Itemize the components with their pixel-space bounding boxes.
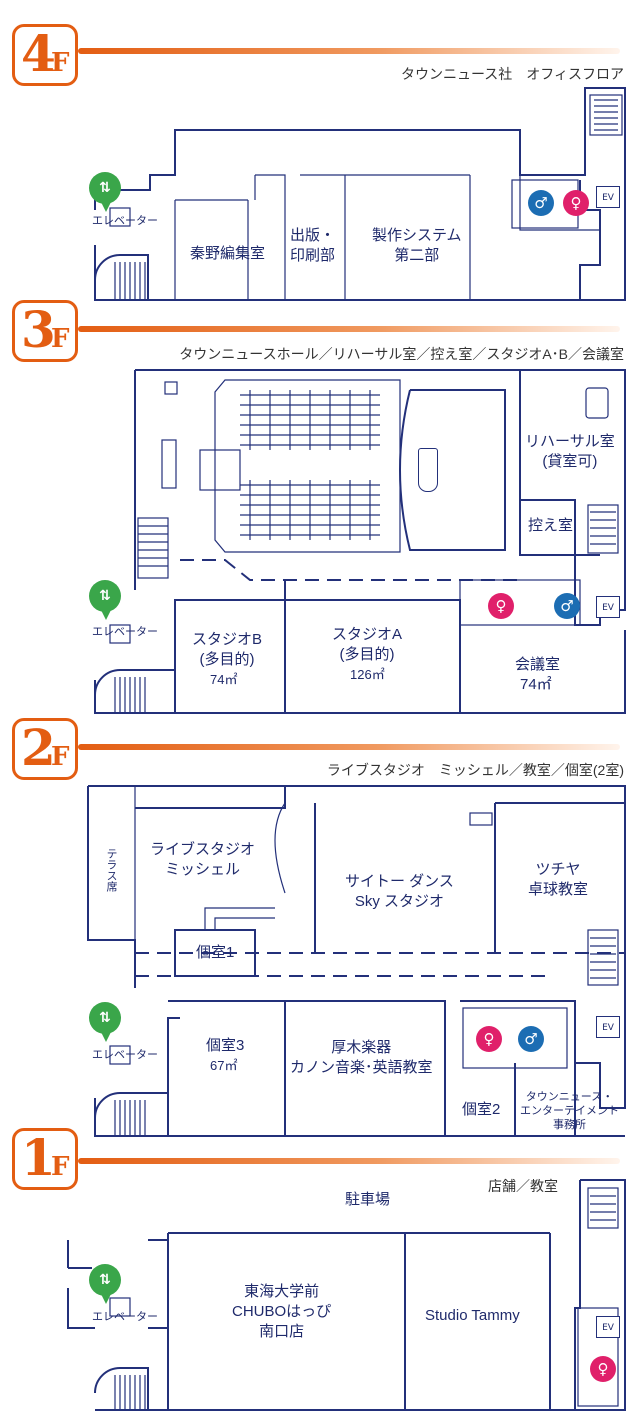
floor-rule — [78, 48, 620, 54]
floor-badge-1f: 1 F — [12, 1128, 78, 1190]
room-label: 出版・ 印刷部 — [290, 227, 336, 264]
floor-suffix: F — [51, 324, 70, 354]
floor-badge-2f: 2 F — [12, 718, 78, 780]
floor-1f: 1 F 店舗／教室 ⇅ エレベーター ♀ EV 駐車場 東海大学前 CHUBOは… — [0, 1128, 640, 1421]
ev-box: EV — [596, 1316, 620, 1338]
floor-subtitle: タウンニュース社 オフィスフロア — [400, 66, 624, 82]
floor-number: 4 — [21, 24, 56, 83]
ev-box: EV — [596, 1016, 620, 1038]
floor-subtitle: ライブスタジオ ミッシェル／教室／個室(2室) — [326, 762, 624, 778]
floor-subtitle: 店舗／教室 — [488, 1178, 558, 1194]
floor-rule — [78, 326, 620, 332]
elevator-icon: ⇅ — [89, 172, 121, 212]
elevator-label: エレベーター — [92, 1049, 158, 1061]
male-restroom-icon: ♂ — [518, 1026, 544, 1052]
room-area: 67㎡ — [210, 1058, 238, 1073]
floor-plan-1f — [67, 1179, 626, 1411]
floor-4f: 4 F タウンニュース社 オフィスフロア ⇅ エレベーター ♂ ♀ EV 秦野編… — [0, 0, 640, 310]
room-label: 東海大学前 CHUBOはっぴ 南口店 — [232, 1283, 332, 1340]
room-area: 126㎡ — [350, 667, 385, 682]
room-label: 会議室 — [515, 656, 561, 673]
elevator-label: エレベーター — [92, 1311, 158, 1323]
room-label: Studio Tammy — [425, 1307, 520, 1324]
male-restroom-icon: ♂ — [528, 190, 554, 216]
floor-suffix: F — [51, 1152, 70, 1182]
room-label: リハーサル室 (貸室可) — [525, 433, 615, 470]
ev-box: EV — [596, 596, 620, 618]
room-label: 個室3 — [206, 1037, 245, 1054]
floor-number: 1 — [21, 1128, 56, 1187]
floor-2f: 2 F ライブスタジオ ミッシェル／教室／個室(2室) ⇅ エレベーター ♀ ♂… — [0, 718, 640, 1150]
room-label: タウンニュース・ エンターテイメント 事務所 — [520, 1091, 619, 1131]
elevator-icon: ⇅ — [89, 1264, 121, 1304]
room-label: 個室2 — [462, 1101, 501, 1118]
floor-plan-2f — [87, 785, 626, 1137]
female-restroom-icon: ♀ — [563, 190, 589, 216]
floor-subtitle: タウンニュースホール／リハーサル室／控え室／スタジオA･B／会議室 — [179, 346, 624, 362]
floor-badge-4f: 4 F — [12, 24, 78, 86]
elevator-label: エレベーター — [92, 215, 158, 227]
room-label: スタジオA (多目的) — [332, 626, 403, 663]
elevator-icon: ⇅ — [89, 580, 121, 620]
female-restroom-icon: ♀ — [488, 593, 514, 619]
female-restroom-icon: ♀ — [590, 1356, 616, 1382]
ev-box: EV — [596, 186, 620, 208]
room-label: 個室1 — [196, 944, 235, 961]
elevator-label: エレベーター — [92, 626, 158, 638]
floor-rule — [78, 1158, 620, 1164]
floor-rule — [78, 744, 620, 750]
room-area: 74㎡ — [520, 676, 552, 693]
floor-number: 2 — [21, 718, 56, 777]
floor-suffix: F — [51, 48, 70, 78]
male-restroom-icon: ♂ — [554, 593, 580, 619]
floor-badge-3f: 3 F — [12, 300, 78, 362]
room-label: ライブスタジオ ミッシェル — [150, 841, 256, 878]
room-label: 秦野編集室 — [190, 245, 266, 262]
room-label: 控え室 — [528, 517, 574, 534]
floor-number: 3 — [21, 300, 56, 359]
room-label: テラス席 — [105, 848, 117, 892]
room-label: 駐車場 — [345, 1191, 391, 1208]
room-label: ツチヤ 卓球教室 — [528, 861, 589, 898]
room-area: 74㎡ — [210, 672, 238, 687]
floor-plan-3f — [94, 369, 626, 714]
floor-3f: 3 F タウンニュースホール／リハーサル室／控え室／スタジオA･B／会議室 ⇅ … — [0, 300, 640, 730]
elevator-icon: ⇅ — [89, 1002, 121, 1042]
piano-icon — [418, 448, 438, 492]
female-restroom-icon: ♀ — [476, 1026, 502, 1052]
room-label: 厚木楽器 カノン音楽･英語教室 — [290, 1039, 433, 1076]
floor-suffix: F — [51, 742, 70, 772]
room-label: サイトー ダンス Sky スタジオ — [345, 873, 454, 910]
room-label: 製作システム 第二部 — [372, 227, 462, 264]
room-label: スタジオB (多目的) — [192, 631, 263, 668]
